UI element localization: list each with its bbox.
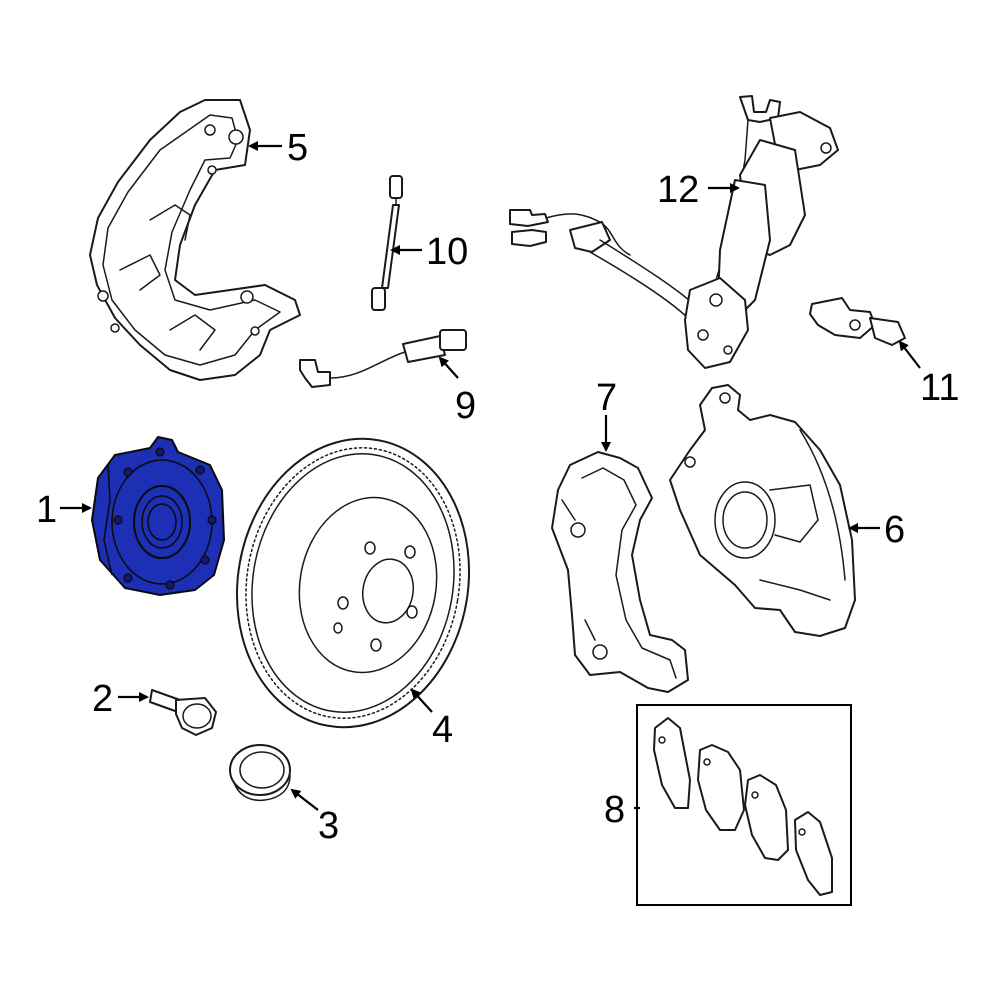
part-12-harness[interactable] (509, 95, 839, 369)
part-1-wheel-hub[interactable] (91, 436, 225, 596)
part-7-caliper-bracket[interactable] (551, 451, 689, 693)
leader-9 (438, 356, 459, 379)
callout-4: 4 (432, 709, 453, 751)
callout-6: 6 (884, 509, 905, 551)
part-6-steering-knuckle[interactable] (669, 384, 856, 637)
part-4-brake-rotor[interactable] (215, 420, 492, 746)
callout-5: 5 (287, 127, 308, 169)
part-10-wear-sensor[interactable] (371, 175, 403, 311)
callout-labels: 1 2 3 4 5 6 7 8 9 10 11 12 (36, 127, 959, 847)
part-3-cap[interactable] (229, 744, 291, 802)
callout-8: 8 (604, 789, 625, 831)
leader-11 (898, 340, 921, 369)
part-2-bolt[interactable] (149, 689, 217, 736)
callout-10: 10 (426, 231, 468, 273)
callout-9: 9 (455, 385, 476, 427)
callout-1: 1 (36, 489, 57, 531)
callout-7: 7 (596, 377, 617, 419)
leader-lines (60, 141, 921, 811)
callout-11: 11 (920, 367, 959, 409)
part-9-sensor-cable[interactable] (299, 329, 467, 388)
part-11-sensor[interactable] (809, 297, 906, 346)
leader-3 (290, 788, 319, 811)
part-8-brake-pads[interactable] (636, 704, 852, 906)
callout-12: 12 (657, 169, 699, 211)
part-5-dust-shield[interactable] (89, 99, 301, 381)
callout-2: 2 (92, 678, 113, 720)
leader-4 (410, 688, 433, 713)
callout-3: 3 (318, 805, 339, 847)
